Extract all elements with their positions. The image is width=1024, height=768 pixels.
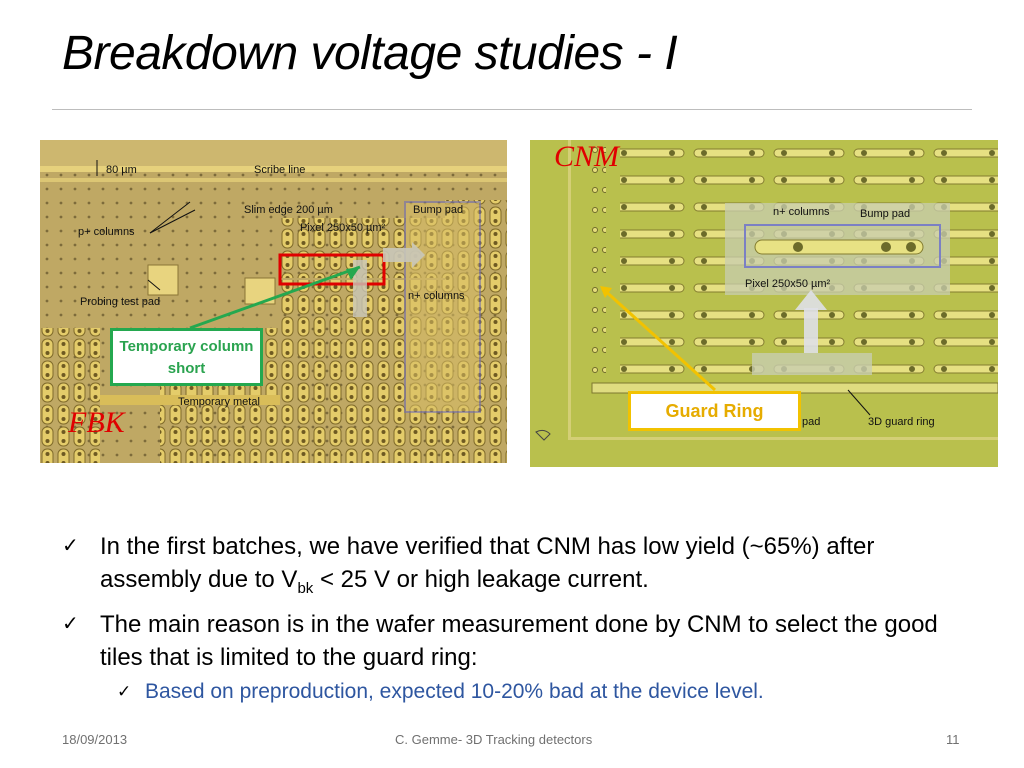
cnm-corner-label: CNM [554,140,620,173]
fbk-pcolumns-label: p+ columns [78,226,135,238]
fbk-bump-label: Bump pad [413,204,464,216]
fbk-pixel-label: Pixel 250x50 µm² [300,222,386,234]
cnm-pixel-label: Pixel 250x50 µm² [745,278,831,290]
footer-center: C. Gemme- 3D Tracking detectors [395,732,593,747]
cnm-bump-label: Bump pad [860,208,911,220]
cnm-ncolumns-label: n+ columns [773,206,830,218]
bullet-2-text: The main reason is in the wafer measurem… [100,610,938,671]
temporary-column-short-callout: Temporary column short [110,328,263,386]
bullet-1-text-end: < 25 V or high leakage current. [313,566,649,593]
fbk-scribe-label: Scribe line [254,164,306,176]
fbk-ncolumns-label: n+ columns [408,290,465,302]
bullet-1-text: In the first batches, we have verified t… [100,533,875,593]
fbk-corner-label: FBK [68,406,125,439]
footer-page-number: 11 [946,732,960,747]
checkmark-icon: ✓ [62,612,79,635]
checkmark-icon: ✓ [117,681,132,701]
fbk-temporary-metal-label: Temporary metal [178,396,260,408]
fbk-slim-edge-label: Slim edge 200 µm [244,204,333,216]
fbk-micrograph-drawing [40,140,507,463]
cnm-pad-label: pad [802,416,821,428]
fbk-probing-label: Probing test pad [80,296,161,308]
bullet-item-2: ✓ The main reason is in the wafer measur… [62,608,962,674]
footer-date: 18/09/2013 [62,732,128,747]
guard-ring-callout: Guard Ring [628,391,801,431]
checkmark-icon: ✓ [62,535,79,557]
sub-bullet-text: Based on preproduction, expected 10-20% … [145,679,764,703]
fbk-micrograph: 80 µm Scribe line Slim edge 200 µm Pixel… [40,140,507,463]
title-divider [52,109,972,110]
cnm-3d-guard-ring-label: 3D guard ring [868,416,935,428]
bullet-list: ✓ In the first batches, we have verified… [62,530,962,707]
bullet-1-subscript: bk [297,579,314,597]
sub-bullet-item: ✓ Based on preproduction, expected 10-20… [117,677,962,707]
slide-title: Breakdown voltage studies - I [62,27,678,80]
fbk-dimension-label: 80 µm [106,164,137,176]
bullet-item-1: ✓ In the first batches, we have verified… [62,530,962,605]
